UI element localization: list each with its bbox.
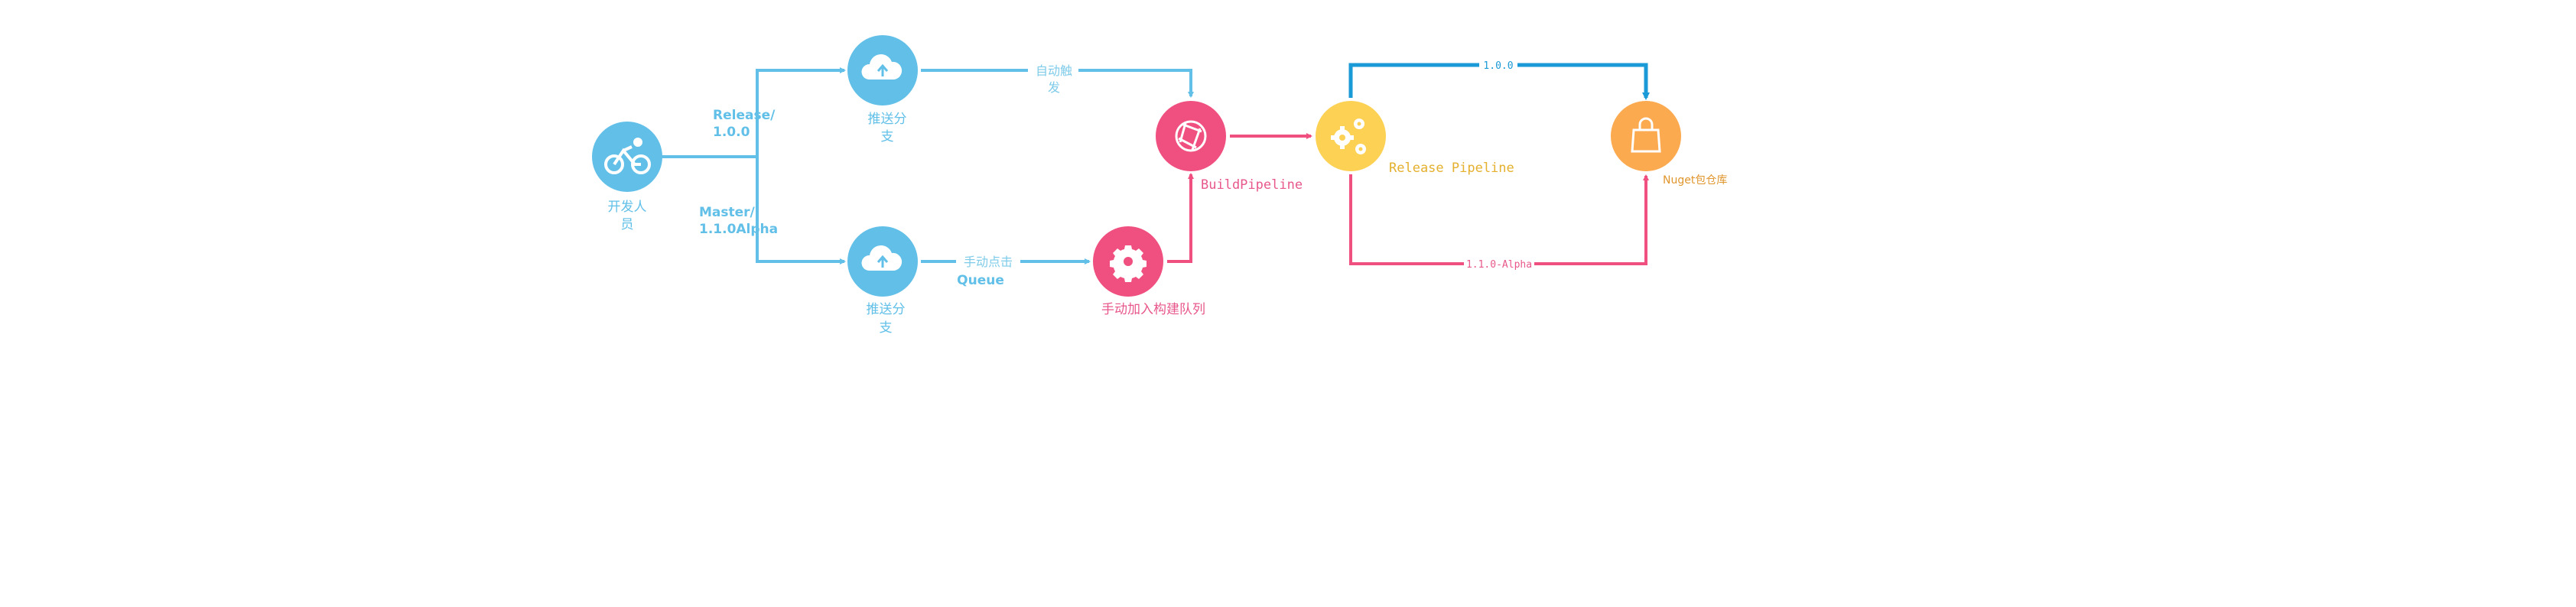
svg-text:Queue: Queue (957, 273, 1004, 288)
node-push-master[interactable]: 推送分 支 (847, 226, 918, 336)
node-push-release[interactable]: 推送分 支 (847, 35, 918, 144)
node-developer-label-1: 开发人 (608, 200, 647, 215)
cloud-upload-icon (861, 54, 903, 80)
node-manual-queue-label: 手动加入构建队列 (1101, 302, 1205, 317)
gear-icon (1110, 245, 1147, 282)
svg-text:手动点击: 手动点击 (964, 255, 1013, 269)
node-nuget[interactable]: Nuget包仓库 (1611, 101, 1727, 187)
node-push-master-label-2: 支 (880, 320, 893, 336)
node-push-release-label-1: 推送分 (868, 112, 907, 127)
edge-label-release-branch: Release/ 1.0.0 (713, 108, 776, 140)
node-push-release-label-2: 支 (881, 129, 894, 144)
svg-text:自动触: 自动触 (1036, 63, 1072, 78)
edge-label-manual-click: 手动点击 Queue (956, 254, 1020, 289)
svg-text:1.1.0-Alpha: 1.1.0-Alpha (1466, 259, 1532, 271)
cloud-upload-icon (861, 245, 903, 271)
connector-release-alpha (1349, 174, 1649, 265)
node-developer[interactable]: 开发人 员 (592, 122, 662, 232)
gears-icon (1331, 118, 1366, 154)
node-manual-queue[interactable]: 手动加入构建队列 (1093, 226, 1205, 317)
node-build-pipeline-label: BuildPipeline (1201, 177, 1303, 193)
edge-label-master-branch: Master/ 1.1.0Alpha (699, 205, 778, 237)
svg-text:1.0.0: 1.0.0 (1483, 60, 1513, 72)
edge-label-release-stable: 1.0.0 (1479, 58, 1517, 72)
bicycle-icon (604, 138, 651, 174)
svg-text:发: 发 (1048, 80, 1060, 95)
node-developer-label-2: 员 (621, 217, 634, 232)
node-push-master-label-1: 推送分 (867, 302, 906, 317)
node-nuget-label: Nuget包仓库 (1663, 174, 1727, 187)
svg-text:1.1.0Alpha: 1.1.0Alpha (699, 222, 778, 237)
connector-to-push-release (756, 67, 846, 157)
connector-to-push-master (756, 157, 846, 265)
node-release-pipeline-label: Release Pipeline (1389, 161, 1514, 176)
node-build-pipeline[interactable]: BuildPipeline (1156, 101, 1303, 193)
svg-text:1.0.0: 1.0.0 (713, 125, 750, 140)
shopping-bag-icon (1631, 117, 1661, 153)
node-release-pipeline[interactable]: Release Pipeline (1316, 101, 1514, 176)
svg-text:Master/: Master/ (699, 205, 756, 220)
connector-queue-to-build (1167, 173, 1194, 263)
camera-aperture-icon (1175, 120, 1207, 152)
connector-auto-trigger (921, 69, 1194, 98)
edge-label-release-alpha: 1.1.0-Alpha (1464, 257, 1534, 271)
svg-text:Release/: Release/ (713, 108, 776, 123)
edge-label-auto-trigger: 自动触 发 (1028, 61, 1078, 96)
